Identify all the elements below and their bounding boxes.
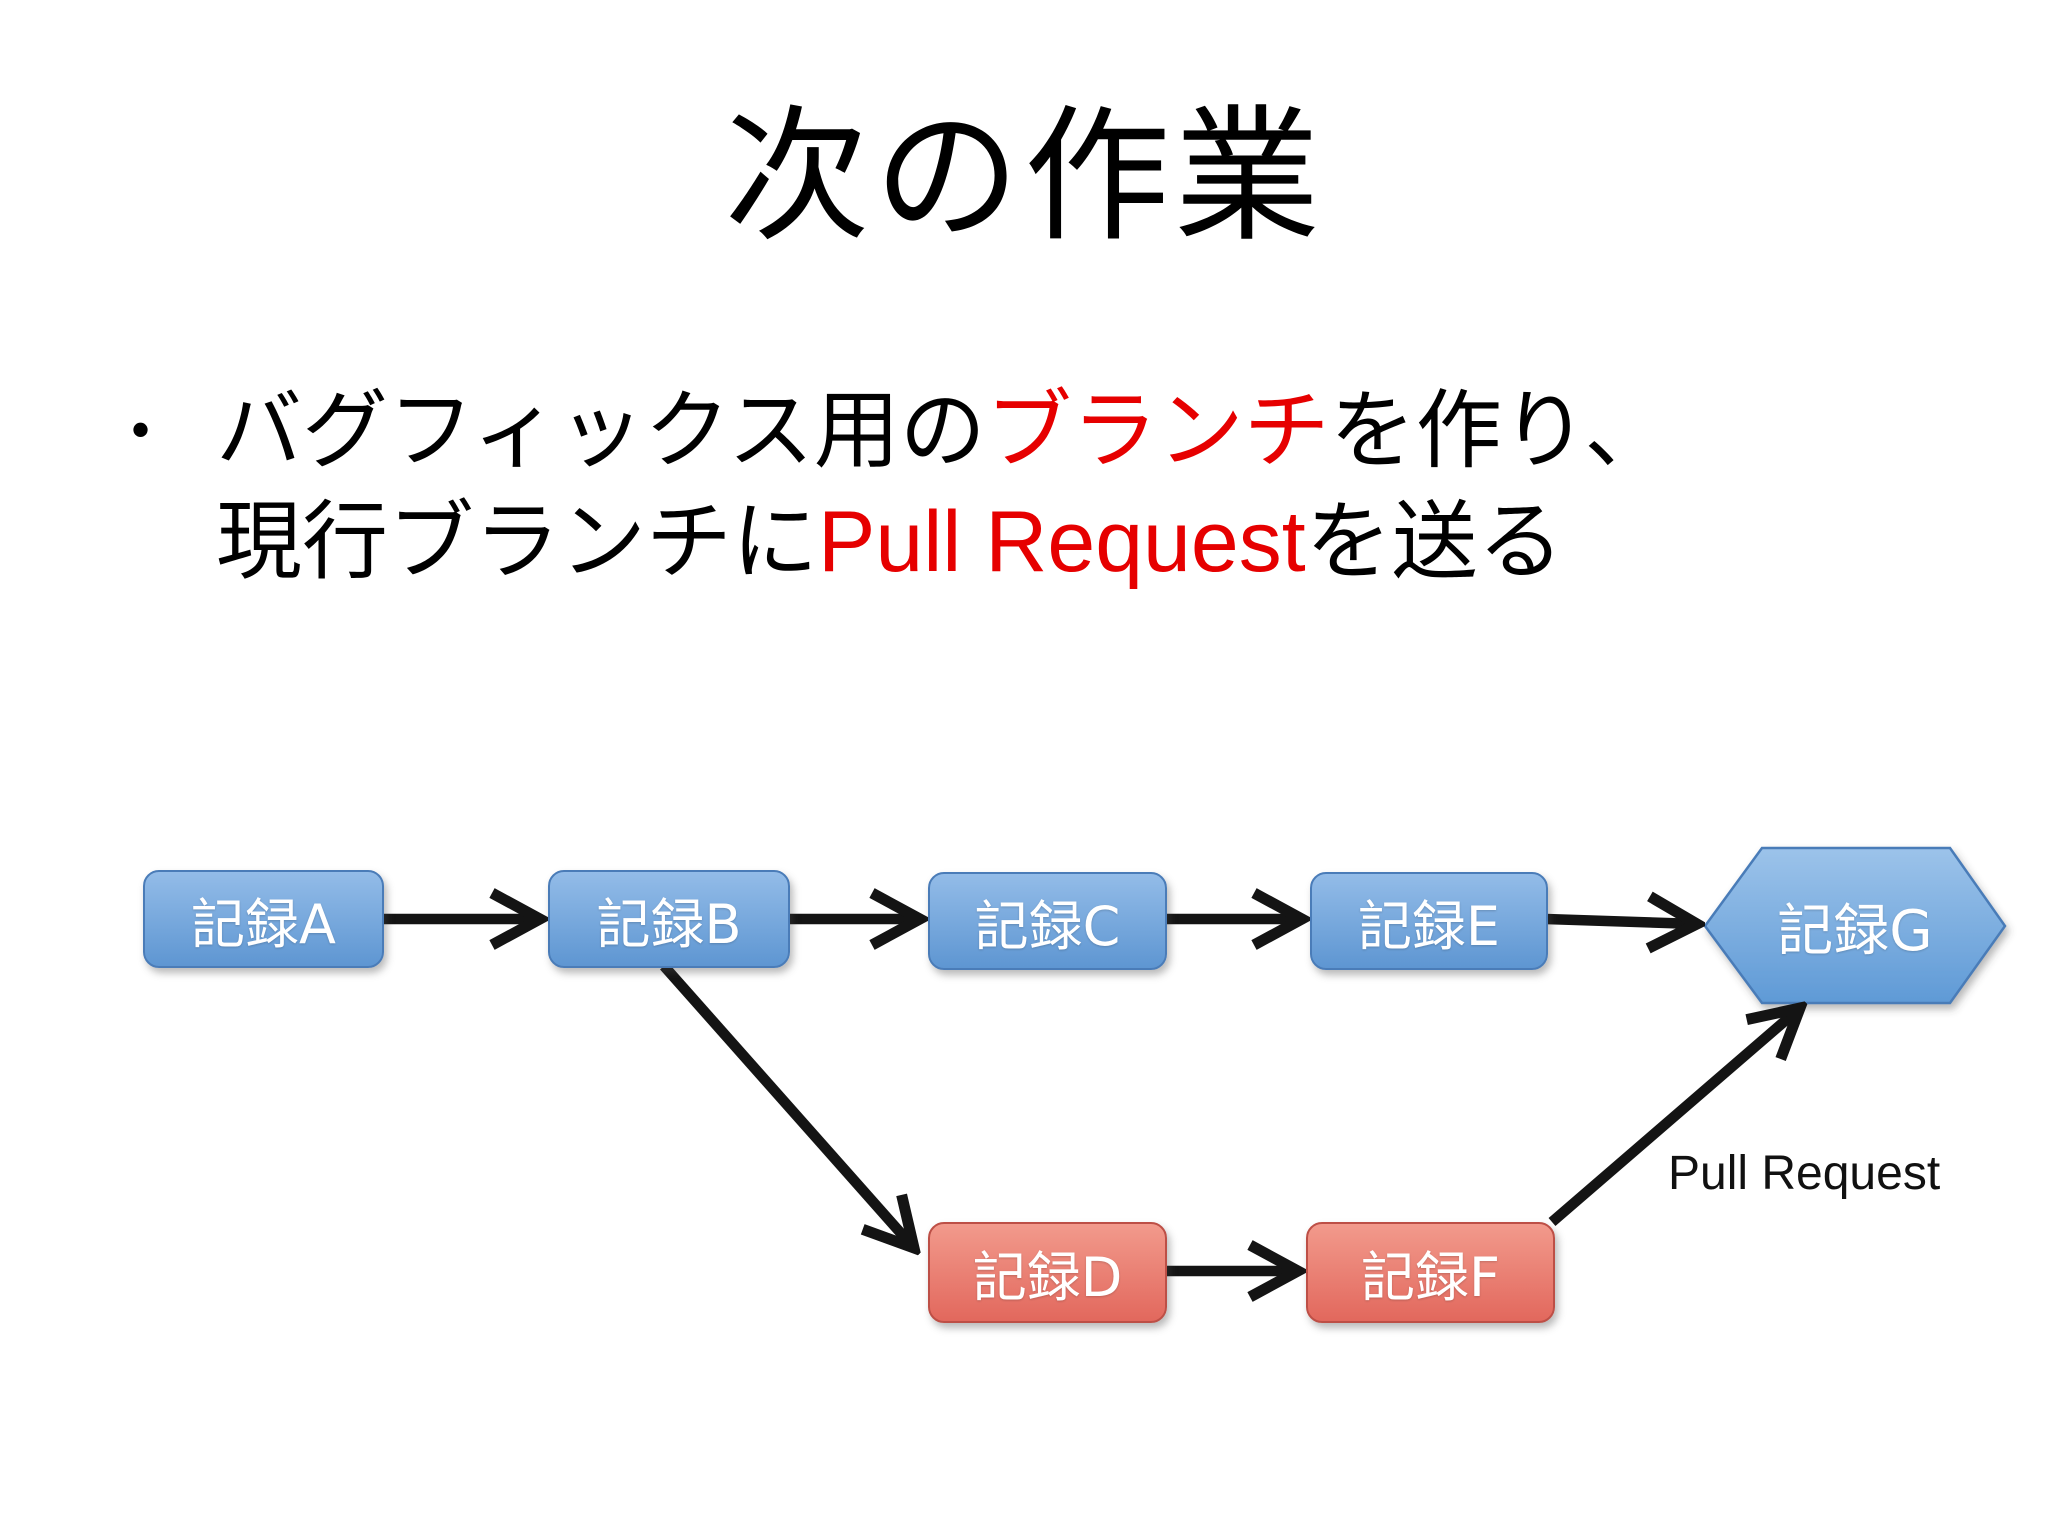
node-kiroku-b: 記録B: [548, 870, 790, 968]
bullet-line-2: 現行ブランチにPull Requestを送る: [216, 487, 1920, 598]
slide-title: 次の作業: [724, 97, 1324, 259]
node-kiroku-f: 記録F: [1306, 1222, 1555, 1323]
bullet-segment: 現行ブランチに: [216, 493, 818, 590]
bullet-marker: •: [130, 397, 152, 463]
bullet-item: • バグフィックス用のブランチを作り、 現行ブランチにPull Requestを…: [130, 376, 1920, 598]
bullet-line-1: バグフィックス用のブランチを作り、: [216, 376, 1920, 487]
node-kiroku-a: 記録A: [143, 870, 384, 968]
bullet-segment: バグフィックス用の: [216, 383, 986, 479]
edge-e-to-g-arrow: [1545, 919, 1697, 924]
bullet-segment: を送る: [1305, 493, 1564, 590]
node-kiroku-c: 記録C: [928, 872, 1167, 970]
node-kiroku-g-label: 記録G: [1777, 898, 1933, 964]
bullet-segment-emphasis: ブランチ: [985, 383, 1330, 479]
node-kiroku-e: 記録E: [1310, 872, 1548, 970]
bullet-segment: を作り、: [1329, 383, 1671, 479]
edge-f-to-g-arrow: [1548, 1008, 1800, 1226]
bullet-text: バグフィックス用のブランチを作り、 現行ブランチにPull Requestを送る: [216, 376, 1920, 598]
edge-b-to-d-arrow: [660, 962, 914, 1248]
pull-request-edge-label: Pull Request: [1668, 1147, 1941, 1200]
node-kiroku-d: 記録D: [928, 1222, 1167, 1323]
bullet-segment-emphasis: Pull Request: [818, 493, 1306, 590]
